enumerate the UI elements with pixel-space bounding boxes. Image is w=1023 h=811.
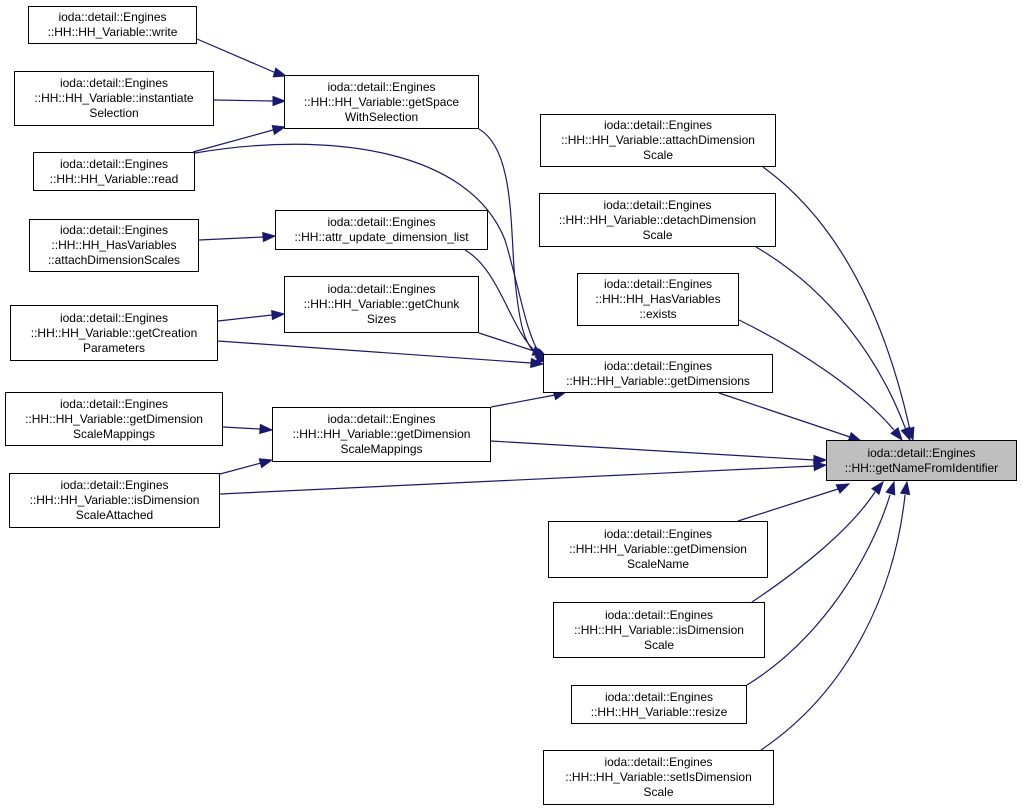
node-label: ioda::detail::Engines ::HH::HH_HasVariab… [595, 277, 721, 321]
edge-attachscales-to-attrupdate-arrowhead [262, 231, 277, 243]
edge-getspace-to-getdimensions [478, 128, 541, 359]
node-label: ioda::detail::Engines ::HH::HH_Variable:… [25, 396, 203, 441]
edge-isattached-to-gdsmmid [219, 462, 262, 475]
node-label: ioda::detail::Engines ::HH::HH_HasVariab… [47, 223, 181, 267]
edge-getscalename-to-target [737, 488, 839, 522]
edge-read-to-getdimensions [194, 143, 541, 356]
node-hh-variable-get-creation-parameters[interactable]: ioda::detail::Engines ::HH::HH_Variable:… [10, 305, 218, 361]
edge-instantiate-to-getspace-arrowhead [272, 95, 287, 107]
node-hh-hasvariables-attach-dimension-scales[interactable]: ioda::detail::Engines ::HH::HH_HasVariab… [29, 219, 199, 272]
edge-write-to-getspace-arrowhead [272, 67, 288, 78]
node-hh-variable-get-dimension-scale-mappings-mid[interactable]: ioda::detail::Engines ::HH::HH_Variable:… [272, 407, 491, 462]
edge-exists-to-target [738, 319, 895, 431]
node-label: ioda::detail::Engines ::HH::HH_Variable:… [590, 689, 728, 719]
node-label: ioda::detail::Engines ::HH::HH_Variable:… [30, 310, 198, 355]
node-hh-variable-get-dimension-scale-name[interactable]: ioda::detail::Engines ::HH::HH_Variable:… [548, 521, 768, 578]
edge-getscalename-to-target-arrowhead [835, 483, 851, 494]
edge-attachscales-to-attrupdate [198, 236, 264, 241]
node-hh-variable-get-dimension-scale-mappings-left[interactable]: ioda::detail::Engines ::HH::HH_Variable:… [5, 392, 223, 446]
node-hh-variable-detach-dimension-scale[interactable]: ioda::detail::Engines ::HH::HH_Variable:… [539, 193, 776, 247]
node-label: ioda::detail::Engines ::HH::HH_Variable:… [561, 118, 755, 162]
node-label: ioda::detail::Engines ::HH::HH_Variable:… [47, 10, 178, 39]
node-hh-attr-update-dimension-list[interactable]: ioda::detail::Engines ::HH::attr_update_… [275, 210, 488, 250]
edge-write-to-getspace [196, 38, 277, 74]
edge-getcreation-to-getdimensions [217, 340, 532, 364]
edge-instantiate-to-getspace [213, 99, 274, 102]
edge-getchunk-to-getdimensions [478, 332, 535, 352]
node-hh-variable-set-is-dimension-scale[interactable]: ioda::detail::Engines ::HH::HH_Variable:… [543, 750, 774, 805]
edge-getcreation-to-getchunk [217, 314, 273, 322]
node-hh-variable-attach-dimension-scale[interactable]: ioda::detail::Engines ::HH::HH_Variable:… [540, 114, 776, 167]
node-hh-variable-write[interactable]: ioda::detail::Engines ::HH::HH_Variable:… [28, 6, 197, 44]
node-label: ioda::detail::Engines ::HH::HH_Variable:… [566, 358, 750, 388]
node-label: ioda::detail::Engines ::HH::HH_Variable:… [574, 607, 744, 652]
node-label: ioda::detail::Engines ::HH::HH_Variable:… [303, 282, 460, 326]
edge-setisscale-to-target-arrowhead [899, 480, 911, 496]
node-hh-variable-read[interactable]: ioda::detail::Engines ::HH::HH_Variable:… [33, 152, 195, 191]
node-hh-variable-get-space-with-selection[interactable]: ioda::detail::Engines ::HH::HH_Variable:… [284, 75, 479, 129]
node-label: ioda::detail::Engines ::HH::HH_Variable:… [34, 76, 194, 120]
edge-resize-to-target-arrowhead [885, 480, 896, 496]
node-label: ioda::detail::Engines ::HH::HH_Variable:… [49, 156, 179, 186]
edge-isattached-to-target-arrowhead [813, 460, 828, 472]
edge-gdsmmid-to-target [490, 440, 815, 461]
edge-isattached-to-target [219, 465, 815, 495]
node-get-name-from-identifier: ioda::detail::Engines ::HH::getNameFromI… [826, 440, 1017, 481]
node-hh-variable-is-dimension-scale-attached[interactable]: ioda::detail::Engines ::HH::HH_Variable:… [9, 473, 220, 528]
node-label: ioda::detail::Engines ::HH::HH_Variable:… [558, 197, 757, 242]
node-label: ioda::detail::Engines ::HH::HH_Variable:… [569, 527, 747, 571]
edge-detachscale-to-target-arrowhead [900, 426, 911, 442]
edge-detachscale-to-target [755, 246, 907, 431]
edge-setisscale-to-target [760, 494, 906, 751]
edge-getcreation-to-getdimensions-arrowhead [530, 357, 545, 369]
edge-getchunk-to-getdimensions-arrowhead [531, 345, 547, 356]
node-label: ioda::detail::Engines ::HH::getNameFromI… [844, 445, 999, 475]
edge-gdsmleft-to-gdsmmid [222, 426, 261, 430]
node-hh-variable-instantiate-selection[interactable]: ioda::detail::Engines ::HH::HH_Variable:… [14, 71, 214, 126]
edge-gdsmleft-to-gdsmmid-arrowhead [259, 423, 274, 435]
edge-isscale-to-target-arrowhead [871, 480, 884, 496]
edge-attachscale-to-target [762, 166, 911, 431]
node-label: ioda::detail::Engines ::HH::attr_update_… [294, 215, 469, 244]
node-label: ioda::detail::Engines ::HH::HH_Variable:… [292, 412, 471, 456]
node-hh-variable-is-dimension-scale[interactable]: ioda::detail::Engines ::HH::HH_Variable:… [553, 602, 765, 658]
edge-getdimensions-to-target [718, 392, 851, 438]
edge-getcreation-to-getchunk-arrowhead [271, 309, 286, 321]
node-label: ioda::detail::Engines ::HH::HH_Variable:… [565, 755, 752, 799]
node-label: ioda::detail::Engines ::HH::HH_Variable:… [29, 478, 200, 522]
edge-read-to-getspace-arrowhead [271, 124, 287, 136]
edge-gdsmmid-to-getdimensions [490, 394, 556, 408]
node-label: ioda::detail::Engines ::HH::HH_Variable:… [303, 79, 460, 124]
node-hh-variable-get-dimensions[interactable]: ioda::detail::Engines ::HH::HH_Variable:… [543, 354, 773, 393]
node-hh-variable-resize[interactable]: ioda::detail::Engines ::HH::HH_Variable:… [571, 685, 747, 724]
edge-attrupdate-to-getdimensions [464, 249, 538, 354]
edge-isscale-to-target [751, 491, 876, 603]
edge-resize-to-target [746, 494, 891, 686]
edge-read-to-getspace [192, 129, 274, 153]
edge-exists-to-target-arrowhead [890, 426, 903, 442]
node-hh-variable-get-chunk-sizes[interactable]: ioda::detail::Engines ::HH::HH_Variable:… [284, 276, 479, 333]
edge-isattached-to-gdsmmid-arrowhead [258, 458, 274, 469]
node-hh-hasvariables-exists[interactable]: ioda::detail::Engines ::HH::HH_HasVariab… [577, 273, 739, 326]
